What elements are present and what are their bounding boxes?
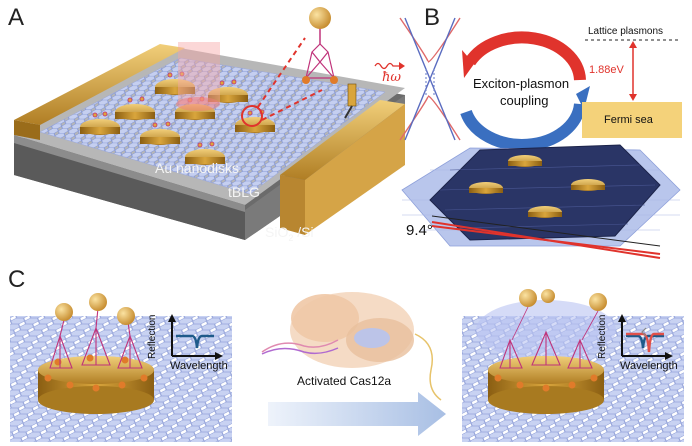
panel-a-nanodisks — [80, 79, 275, 165]
label-substrate-tail: /Si — [293, 224, 314, 240]
fermi-sea-box — [582, 102, 682, 138]
panel-b-nanodisks — [469, 155, 605, 218]
label-substrate: SiO2 /Si — [265, 224, 314, 243]
left-spectrum-x-label: Wavelength — [170, 360, 228, 372]
label-twist-angle: 9.4° — [406, 222, 433, 239]
label-tblg: tBLG — [228, 184, 260, 200]
panel-a-letter: A — [8, 4, 25, 31]
label-fermi-sea: Fermi sea — [604, 114, 653, 126]
label-coupling-line1: Exciton-plasmon — [473, 76, 570, 91]
panel-c-letter: C — [8, 266, 26, 293]
panel-b-letter: B — [424, 4, 441, 31]
right-spectrum-y-label: Reflection — [597, 314, 608, 359]
label-activated-cas12a: Activated Cas12a — [297, 374, 392, 388]
label-lattice-plasmons: Lattice plasmons — [588, 26, 664, 37]
label-energy-gap: 1.88eV — [589, 64, 624, 76]
label-substrate-main: SiO — [265, 224, 289, 240]
right-spectrum-x-label: Wavelength — [620, 360, 678, 372]
label-substrate-sub: 2 — [288, 232, 294, 243]
zoom-circle — [241, 105, 263, 127]
label-coupling-line2: coupling — [500, 93, 549, 108]
label-photon-energy: ħω — [382, 70, 401, 85]
left-spectrum-y-label: Reflection — [147, 314, 158, 359]
label-au-nanodisks: Au nanodisks — [155, 160, 240, 176]
